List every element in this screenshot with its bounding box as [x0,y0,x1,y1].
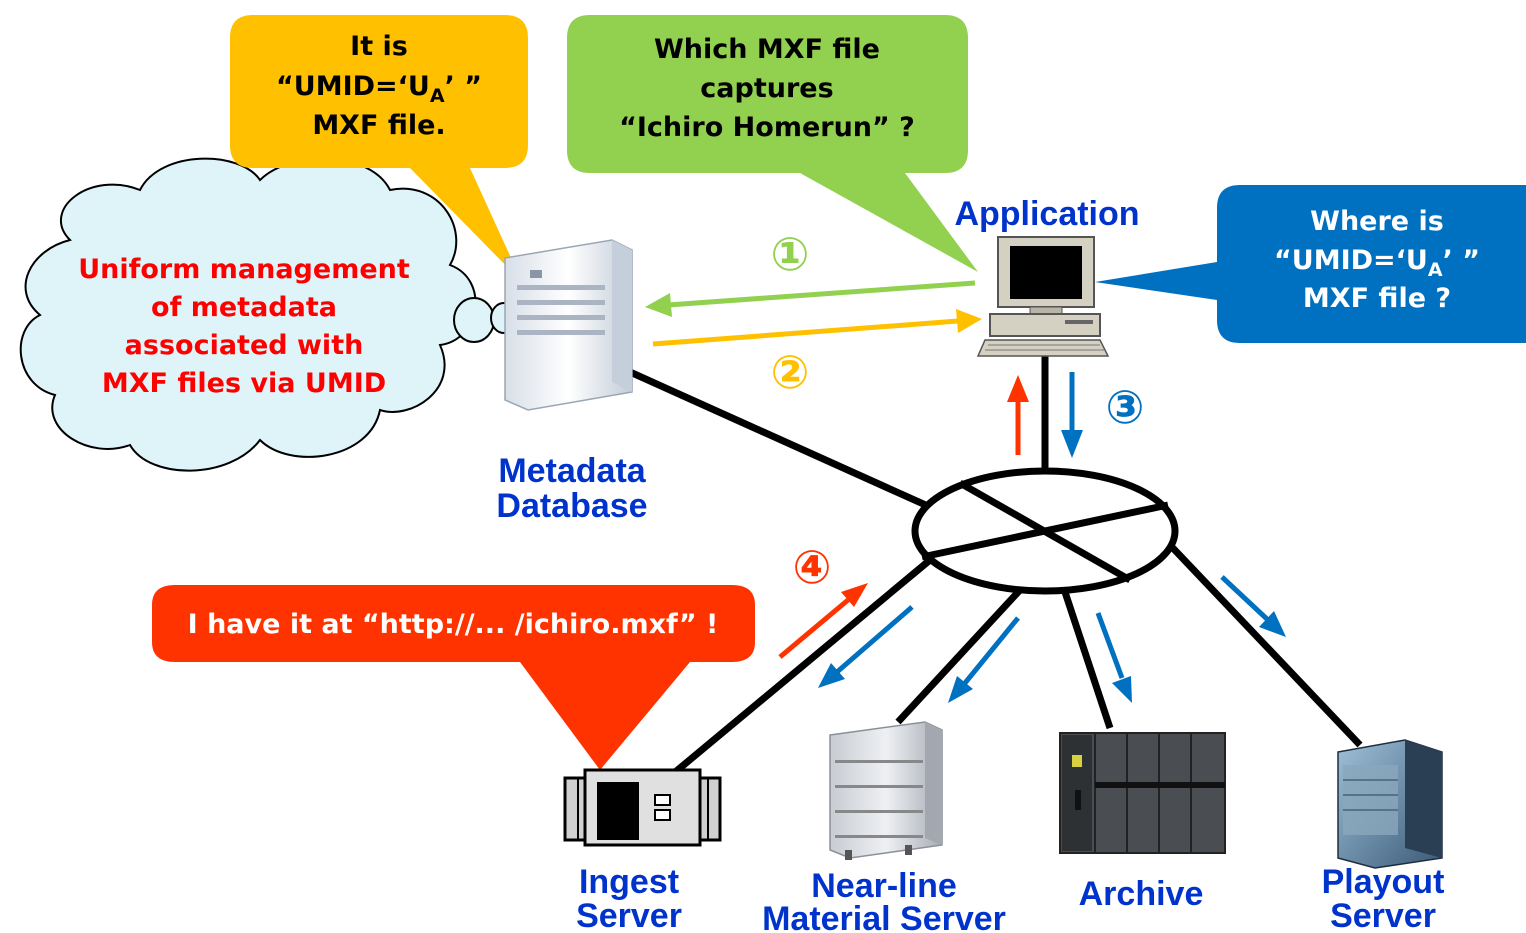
storage-server-icon [829,721,943,860]
link-playout [1167,542,1363,748]
cloud-text-line3: associated with [125,330,364,361]
step-3-marker: ③ [1106,380,1145,434]
cloud-text-line4: MXF files via UMID [102,368,386,399]
green-bubble-line2: captures [700,73,833,104]
flow-arrows [645,280,1286,703]
arrow-to-archive-head [1112,676,1132,703]
step-1-marker: ① [771,227,810,281]
cloud-text-line1: Uniform management [78,254,410,285]
arrow-to-ingest-head [818,663,845,688]
arrow-step2-head [956,309,982,333]
arrow-step4-head [841,583,868,607]
step-4-marker: ④ [793,540,832,594]
tape-library-icon [1059,732,1226,854]
yellow-bubble-line1: It is [350,31,408,62]
yellow-speech-bubble: It is “UMID=‘UA’ ” MXF file. [230,15,528,282]
server-cabinet-icon [1337,739,1443,869]
nearline-label-line2: Material Server [762,900,1006,933]
step-2-marker: ② [771,345,810,399]
blue-bubble-line3: MXF file ? [1303,283,1451,314]
green-bubble-line3: “Ichiro Homerun” ? [619,112,915,143]
yellow-bubble-line3: MXF file. [312,110,445,141]
link-metadata-db [628,368,932,511]
network-links [628,355,1363,781]
blue-bubble-line1: Where is [1310,206,1444,237]
arrow-to-nearline [963,616,1020,685]
green-speech-bubble: Which MXF file captures “Ichiro Homerun”… [567,15,978,272]
archive-label: Archive [1079,875,1204,913]
desktop-computer-icon [976,236,1110,357]
nearline-label-line1: Near-line [811,867,957,905]
green-bubble-line1: Which MXF file [654,34,880,65]
arrow-to-playout [1220,575,1270,622]
red-bubble-text: I have it at “http://... /ichiro.mxf” ! [188,609,719,640]
arrow-to-archive [1095,612,1125,679]
arrow-step3-head [1061,430,1083,458]
arrow-response-up-head [1007,375,1029,402]
arrow-step1-head [645,293,672,317]
playout-label-line2: Server [1330,897,1436,933]
ingest-label-line1: Ingest [579,863,679,901]
link-nearline [895,587,1023,725]
metadata-db-label-line1: Metadata [498,452,646,490]
metadata-db-label-line2: Database [496,487,647,525]
arrow-step4 [778,598,850,659]
ingest-label-line2: Server [576,897,682,933]
tower-server-icon [504,239,633,411]
blue-speech-bubble: Where is “UMID=‘UA’ ” MXF file ? [1095,185,1526,343]
cloud-text-line2: of metadata [151,292,337,323]
rack-server-icon [563,768,722,847]
playout-label-line1: Playout [1322,863,1445,901]
arrow-to-ingest [835,605,914,674]
arrow-step2 [652,318,959,347]
link-ingest [665,557,933,781]
network-hub-icon [911,467,1179,595]
yellow-bubble-line2: “UMID=‘UA’ ” [276,71,482,107]
application-label: Application [954,195,1139,233]
link-archive [1061,590,1114,730]
arrow-step1 [667,280,976,308]
arrow-to-nearline-head [948,676,973,703]
blue-bubble-line2: “UMID=‘UA’ ” [1274,245,1480,281]
red-speech-bubble: I have it at “http://... /ichiro.mxf” ! [152,585,755,770]
arrow-to-playout-head [1259,611,1286,637]
